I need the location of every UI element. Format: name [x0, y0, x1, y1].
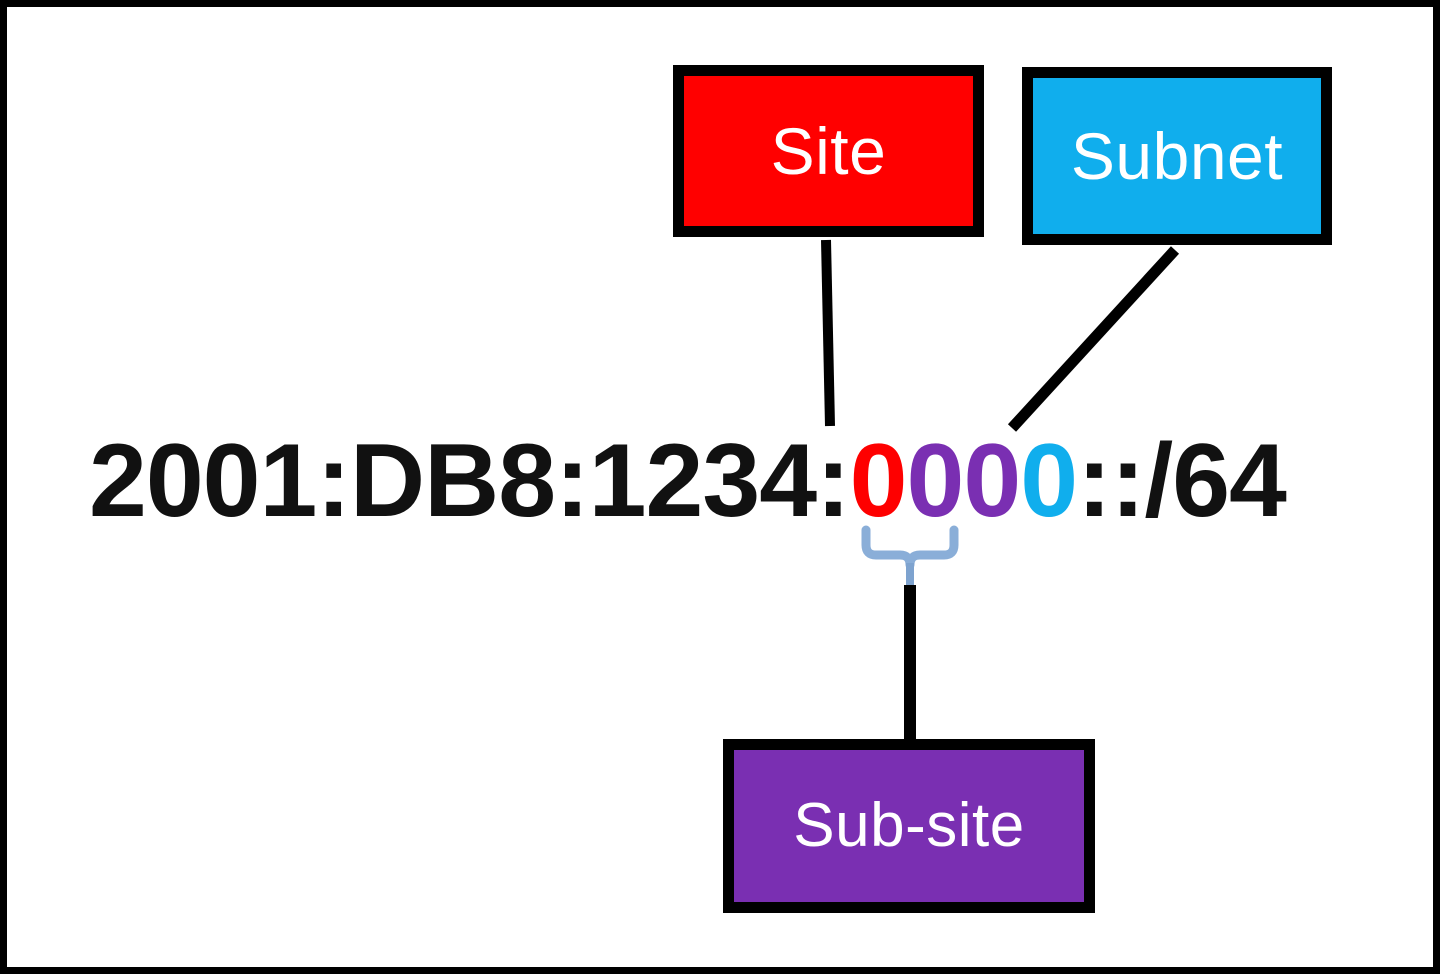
site-connector-line — [821, 239, 835, 427]
address-segment-suffix: ::/64 — [1077, 423, 1287, 539]
address-segment-subsite: 00 — [906, 423, 1022, 539]
site-box-label: Site — [770, 114, 887, 188]
address-segment-subnet: 0 — [1020, 423, 1078, 539]
site-box[interactable]: Site — [673, 65, 984, 237]
subnet-box[interactable]: Subnet — [1022, 67, 1332, 245]
subsite-box-label: Sub-site — [793, 791, 1025, 860]
subsite-box[interactable]: Sub-site — [723, 739, 1095, 913]
address-segment-site: 0 — [849, 423, 908, 539]
subnet-connector-line — [1007, 246, 1180, 432]
address-segment-prefix: 2001:DB8:1234: — [89, 423, 851, 539]
subnet-box-label: Subnet — [1070, 119, 1284, 193]
